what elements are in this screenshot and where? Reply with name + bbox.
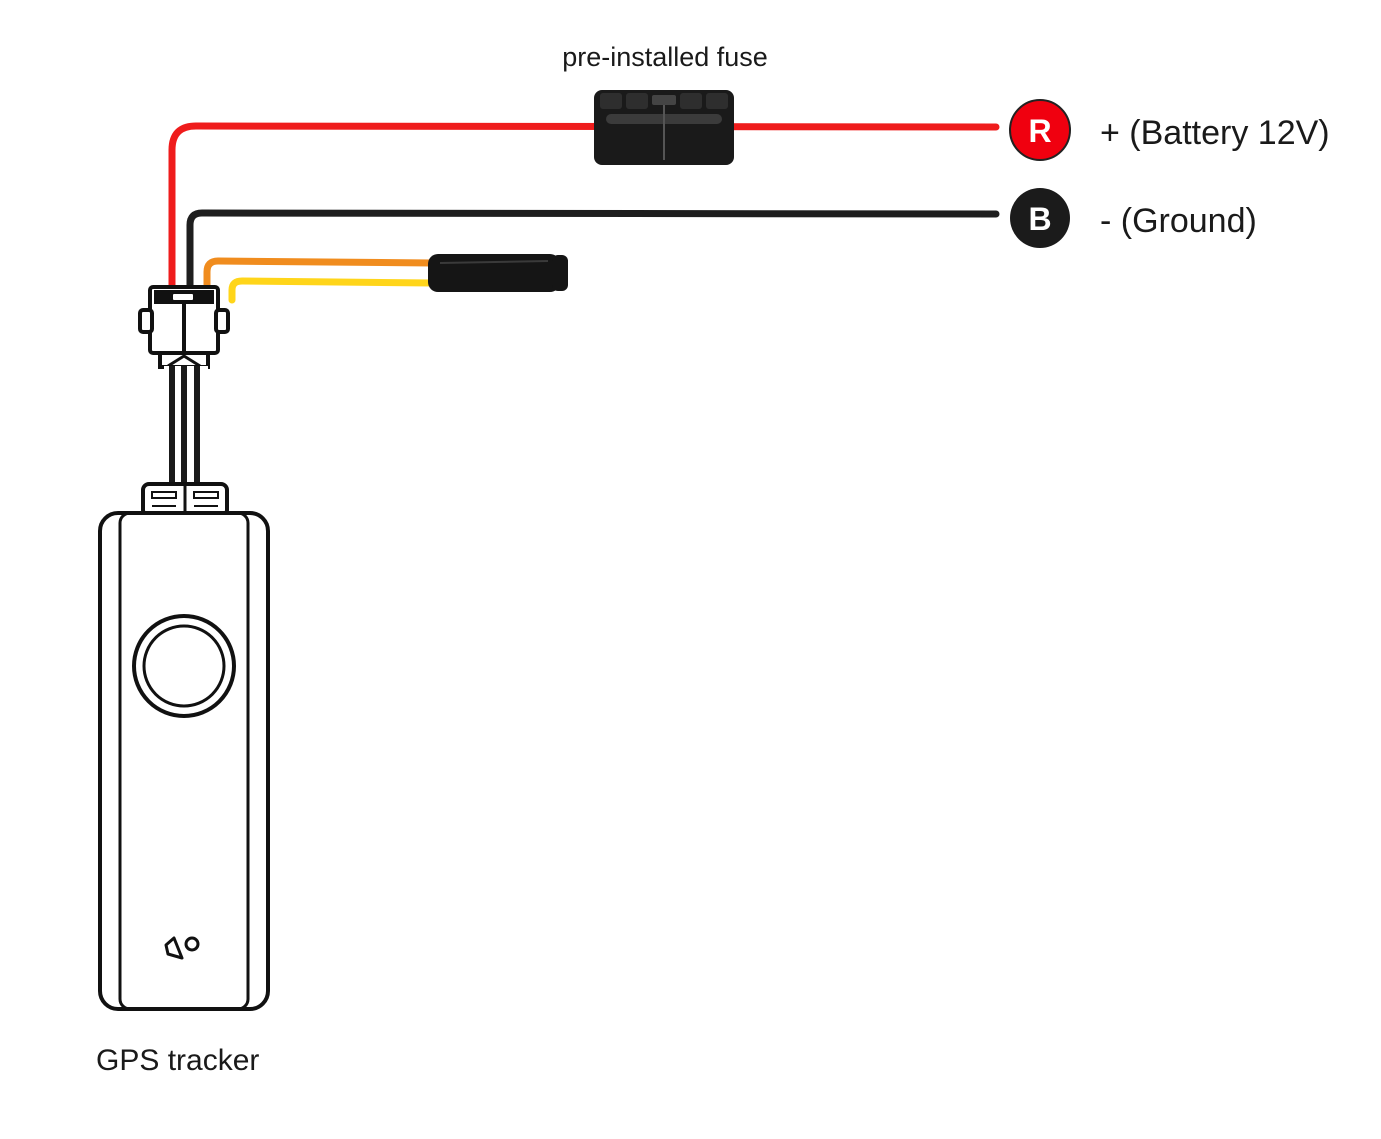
gps-tracker-device: [98, 482, 270, 1011]
badge-black: B: [1010, 188, 1070, 248]
tracker-cable: [164, 366, 208, 486]
ground-label: - (Ground): [1100, 202, 1257, 240]
badge-black-circle: [1010, 188, 1070, 248]
wire-end-cap: [428, 254, 568, 292]
yellow-wire: [228, 277, 436, 304]
badge-red-circle: [1009, 99, 1071, 161]
fuse-holder: [594, 90, 734, 165]
badge-red: R: [1009, 99, 1071, 161]
wires: [168, 122, 1000, 304]
badge-black-letter: B: [1028, 201, 1051, 237]
badge-red-letter: R: [1028, 113, 1051, 149]
positive-label: + (Battery 12V): [1100, 114, 1330, 152]
device-label: GPS tracker: [96, 1044, 259, 1077]
orange-wire: [203, 257, 436, 296]
power-wire: [168, 122, 1000, 296]
ground-wire: [186, 209, 1000, 296]
tracker-logo-icon: [164, 936, 200, 960]
fuse-label: pre-installed fuse: [562, 42, 768, 72]
wire-connector: [138, 285, 230, 369]
